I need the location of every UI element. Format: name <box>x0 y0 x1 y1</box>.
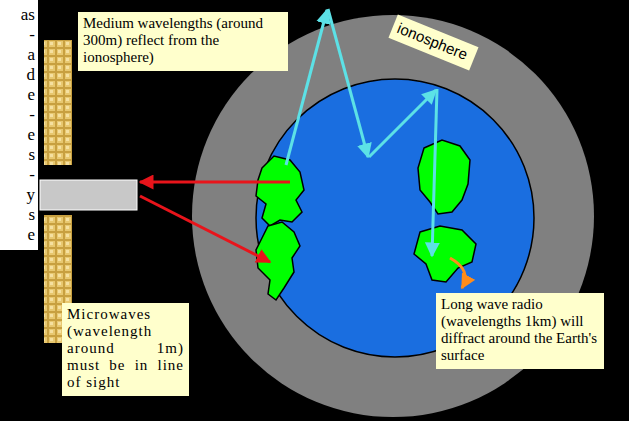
page-strip: as-ade-es-yse <box>0 0 38 250</box>
microwave-beam <box>140 181 290 184</box>
sky-wave <box>369 90 436 157</box>
callout-box: Microwaves (wavelength around 1m) must b… <box>62 303 189 396</box>
callout-box: Long wave radio (wavelengths 1km) will d… <box>436 293 604 369</box>
page-fragment: e <box>27 226 35 244</box>
page-fragment: s <box>28 206 35 224</box>
page-fragment: s <box>28 146 35 164</box>
sky-wave <box>286 10 327 165</box>
sky-wave <box>328 9 368 157</box>
callout-text: Medium wavelengths (around 300m) reflect… <box>83 15 283 66</box>
continent <box>414 226 476 282</box>
page-fragment: e <box>27 86 35 104</box>
sky-wave <box>432 89 437 256</box>
page-fragment: as <box>21 6 35 24</box>
page-fragment: - <box>29 26 35 44</box>
callout-text: Long wave radio (wavelengths 1km) will d… <box>441 296 599 364</box>
page-fragment: - <box>29 106 35 124</box>
page-fragment: a <box>27 46 35 64</box>
page-fragment: e <box>27 126 35 144</box>
microwave-beam <box>140 196 270 262</box>
page-fragment: - <box>29 166 35 184</box>
page-fragment: y <box>27 186 36 204</box>
continent <box>256 156 304 226</box>
callout-box: Medium wavelengths (around 300m) reflect… <box>78 12 288 71</box>
callout-text: Microwaves (wavelength around 1m) must b… <box>67 306 184 391</box>
continent <box>256 222 300 300</box>
continent <box>418 140 470 214</box>
solar-panel <box>44 40 72 165</box>
page-fragment: d <box>27 66 36 84</box>
satellite-body <box>40 180 137 210</box>
ground-wave <box>450 258 465 288</box>
